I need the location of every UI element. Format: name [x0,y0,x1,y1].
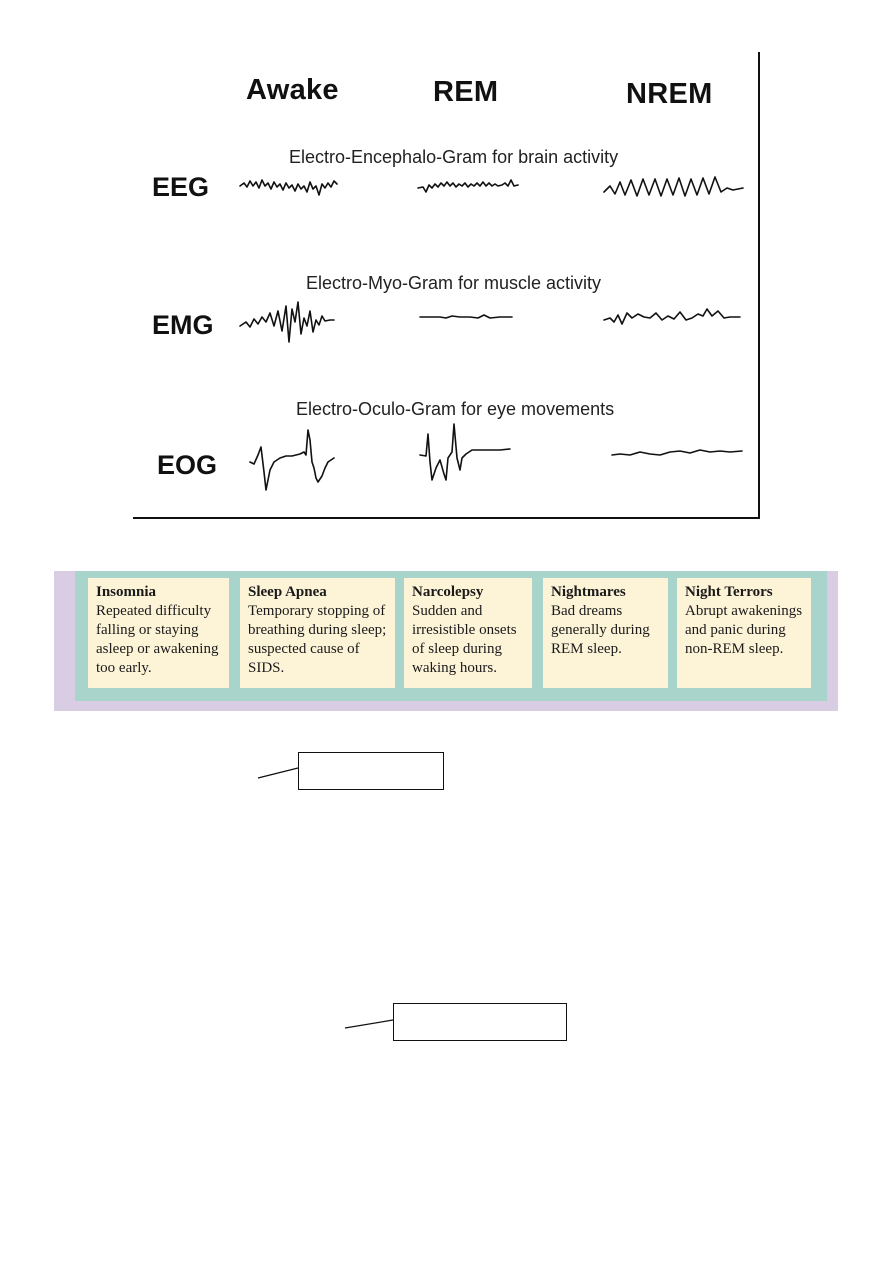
disorder-card-narcolepsy: Narcolepsy Sudden and irresistible onset… [404,578,532,688]
disorder-card-sleep-apnea: Sleep Apnea Temporary stopping of breath… [240,578,395,688]
disorder-description: Abrupt awakenings and panic during non-R… [685,603,803,657]
disorder-description: Sudden and irresistible onsets of sleep … [412,603,517,676]
disorder-title: Narcolepsy [412,584,484,600]
column-header-rem: REM [433,76,499,108]
blank-label-box[interactable] [298,752,444,790]
figure-border [758,52,760,519]
blank-label-box[interactable] [393,1003,567,1041]
disorder-card-insomnia: Insomnia Repeated difficulty falling or … [88,578,229,688]
column-header-awake: Awake [246,74,339,106]
disorder-title: Sleep Apnea [248,584,327,600]
column-header-nrem: NREM [626,78,713,110]
leader-line [344,1019,394,1029]
eog-label: EOG [157,450,218,480]
eeg-label: EEG [152,172,210,202]
disorder-card-nightmares: Nightmares Bad dreams generally during R… [543,578,668,688]
emg-label: EMG [152,310,214,340]
eog-caption: Electro-Oculo-Gram for eye movements [296,399,615,419]
disorder-description: Bad dreams generally during REM sleep. [551,603,650,657]
leader-line [257,767,299,779]
emg-caption: Electro-Myo-Gram for muscle activity [306,273,602,293]
disorder-title: Insomnia [96,584,157,600]
disorder-title: Night Terrors [685,584,773,600]
disorder-description: Repeated difficulty falling or staying a… [96,603,219,676]
figure-border [133,517,760,519]
disorder-title: Nightmares [551,584,626,600]
eeg-caption: Electro-Encephalo-Gram for brain activit… [289,147,619,167]
disorder-card-night-terrors: Night Terrors Abrupt awakenings and pani… [677,578,811,688]
disorder-description: Temporary stopping of breathing during s… [248,603,387,676]
